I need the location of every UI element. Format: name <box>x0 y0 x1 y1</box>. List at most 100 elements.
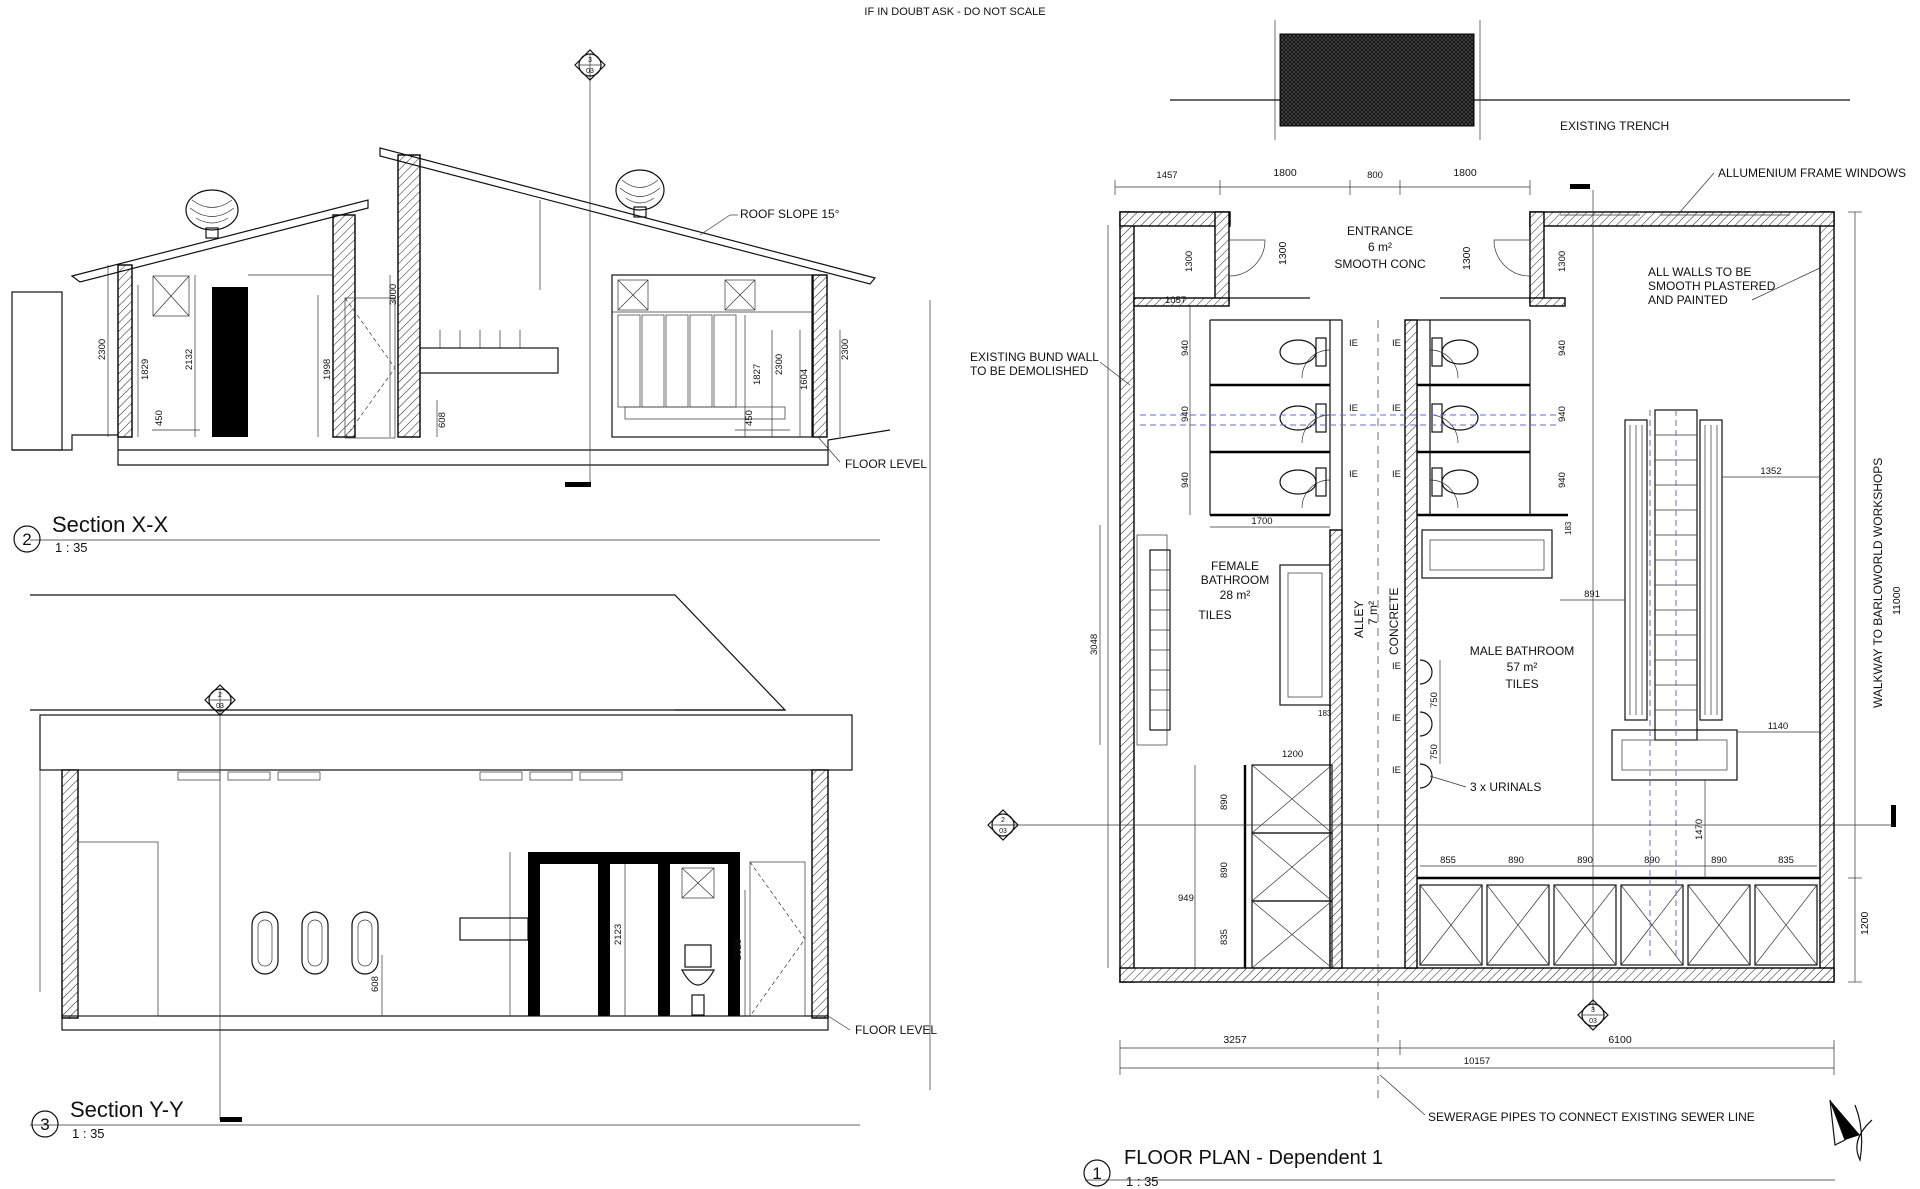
section-marker-plan-left: 2 03 <box>987 809 1019 841</box>
yy-cubicles <box>528 852 540 1016</box>
xx-wall-4 <box>812 274 828 438</box>
entrance-finish: SMOOTH CONC <box>1334 257 1426 271</box>
plan-dim-left: 940 <box>1180 406 1191 422</box>
plan-dim-inner: 750 <box>1429 692 1440 708</box>
svg-text:IE: IE <box>1349 469 1358 480</box>
walls-note-1: ALL WALLS TO BE <box>1648 265 1751 279</box>
yy-wall-left <box>61 769 79 1019</box>
plan-dim-left: 949 <box>1178 893 1194 904</box>
svg-text:3: 3 <box>588 57 592 64</box>
female-finish: TILES <box>1198 608 1231 622</box>
male-area: 57 m² <box>1507 660 1538 674</box>
plan-dim-right: 1200 <box>1859 911 1871 935</box>
svg-text:IE: IE <box>1392 661 1401 672</box>
male-finish: TILES <box>1505 677 1538 691</box>
section-marker-plan-bottom: 3 03 <box>1577 999 1609 1031</box>
xx-dim: 1998 <box>322 359 333 380</box>
plan-dim-left: 3048 <box>1089 634 1100 655</box>
walkway-note: WALKWAY TO BARLOWORLD WORKSHOPS <box>1871 458 1885 708</box>
female-showers <box>1243 764 1333 969</box>
plan-dim-stall: 890 <box>1644 855 1660 866</box>
plan-dim-left: 940 <box>1180 472 1191 488</box>
plan-dim-left: 1200 <box>1282 749 1303 760</box>
female-area: 28 m² <box>1220 588 1251 602</box>
xx-lockers <box>611 274 813 438</box>
plan-dim-left: 890 <box>1219 794 1230 810</box>
plan-wall-alley-right <box>1404 319 1418 969</box>
turbine-vent-icon <box>185 189 239 239</box>
plan-dim-inner: 183 <box>1564 521 1573 535</box>
plan-dim-stall: 855 <box>1440 855 1456 866</box>
plan-dim-top: 800 <box>1367 170 1383 181</box>
xx-dim: 1829 <box>140 359 151 380</box>
female-label-1: FEMALE <box>1211 559 1259 573</box>
toilet-icon <box>1431 467 1479 497</box>
alley-area: 7 m² <box>1366 601 1380 625</box>
yy-wall-right <box>811 769 829 1019</box>
alley-label: ALLEY <box>1352 601 1366 638</box>
north-arrow-icon <box>1829 1099 1873 1162</box>
plan-wall-north-right <box>1529 211 1835 227</box>
female-basin-counter <box>1279 564 1331 706</box>
plan-wall-alley-left <box>1329 529 1343 969</box>
sewer-note: SEWERAGE PIPES TO CONNECT EXISTING SEWER… <box>1428 1110 1755 1124</box>
yy-roof <box>30 594 787 711</box>
plan-dim-stall: 890 <box>1577 855 1593 866</box>
urinal-icon <box>1419 711 1433 737</box>
section-yy-number: 3 <box>40 1115 49 1134</box>
male-showers <box>1417 876 1820 966</box>
section-yy-title: Section Y-Y <box>70 1097 184 1122</box>
windows-note: ALLUMENIUM FRAME WINDOWS <box>1718 166 1906 180</box>
urinals-note: 3 x URINALS <box>1470 780 1541 794</box>
plan-wall-south <box>1119 967 1835 983</box>
existing-trench-note: EXISTING TRENCH <box>1560 119 1669 133</box>
plan-wall-north-left <box>1119 211 1231 227</box>
entrance-area: 6 m² <box>1368 240 1392 254</box>
male-wc-stalls <box>1417 319 1568 517</box>
plan-wall-west <box>1119 211 1135 983</box>
female-label-2: BATHROOM <box>1201 573 1269 587</box>
svg-text:03: 03 <box>586 68 594 75</box>
floor-plan-number: 1 <box>1092 1164 1101 1183</box>
male-label: MALE BATHROOM <box>1470 644 1574 658</box>
bund-note-1: EXISTING BUND WALL <box>970 350 1099 364</box>
toilet-icon <box>1279 403 1327 433</box>
plan-dim-inner: 1140 <box>1768 721 1788 732</box>
plan-dim-bottom: 6100 <box>1608 1034 1632 1046</box>
toilet-icon <box>680 944 716 1016</box>
svg-text:IE: IE <box>1392 765 1401 776</box>
entrance-label: ENTRANCE <box>1347 224 1413 238</box>
xx-wall-3 <box>397 154 421 438</box>
section-xx-title: Section X-X <box>52 512 168 537</box>
svg-text:IE: IE <box>1392 469 1401 480</box>
xx-dim: 450 <box>744 410 755 426</box>
walls-note-2: SMOOTH PLASTERED <box>1648 279 1776 293</box>
xx-roof-right <box>379 147 877 285</box>
plan-dim-left: 1300 <box>1277 241 1289 265</box>
svg-text:3: 3 <box>1591 1007 1595 1014</box>
urinal-icon <box>1419 659 1433 685</box>
plan-dim-stall: 890 <box>1508 855 1524 866</box>
xx-roof-left <box>70 199 369 283</box>
xx-dim: 3000 <box>388 284 399 305</box>
plan-dim-top: 1457 <box>1156 170 1177 181</box>
svg-text:03: 03 <box>999 828 1007 835</box>
plan-dim-inner: 1700 <box>1251 516 1272 527</box>
plan-dim-inner: 1300 <box>1461 246 1473 270</box>
xx-dim: 2300 <box>840 339 851 360</box>
header-note: IF IN DOUBT ASK - DO NOT SCALE <box>864 6 1045 18</box>
svg-text:03: 03 <box>1589 1018 1597 1025</box>
turbine-vent-icon <box>615 169 665 218</box>
section-xx-number: 2 <box>22 530 31 549</box>
plan-dim-inner: 940 <box>1557 406 1568 422</box>
xx-dim: 2300 <box>97 339 108 360</box>
plan-dim-stall: 835 <box>1778 855 1794 866</box>
toilet-icon <box>1279 337 1327 367</box>
xx-wall-1 <box>117 264 133 438</box>
urinal-icon <box>351 911 379 975</box>
plan-dim-stall: 890 <box>1711 855 1727 866</box>
floor-plan-title: FLOOR PLAN - Dependent 1 <box>1124 1147 1383 1169</box>
svg-text:IE: IE <box>1392 713 1401 724</box>
xx-dim: 1827 <box>752 364 763 385</box>
